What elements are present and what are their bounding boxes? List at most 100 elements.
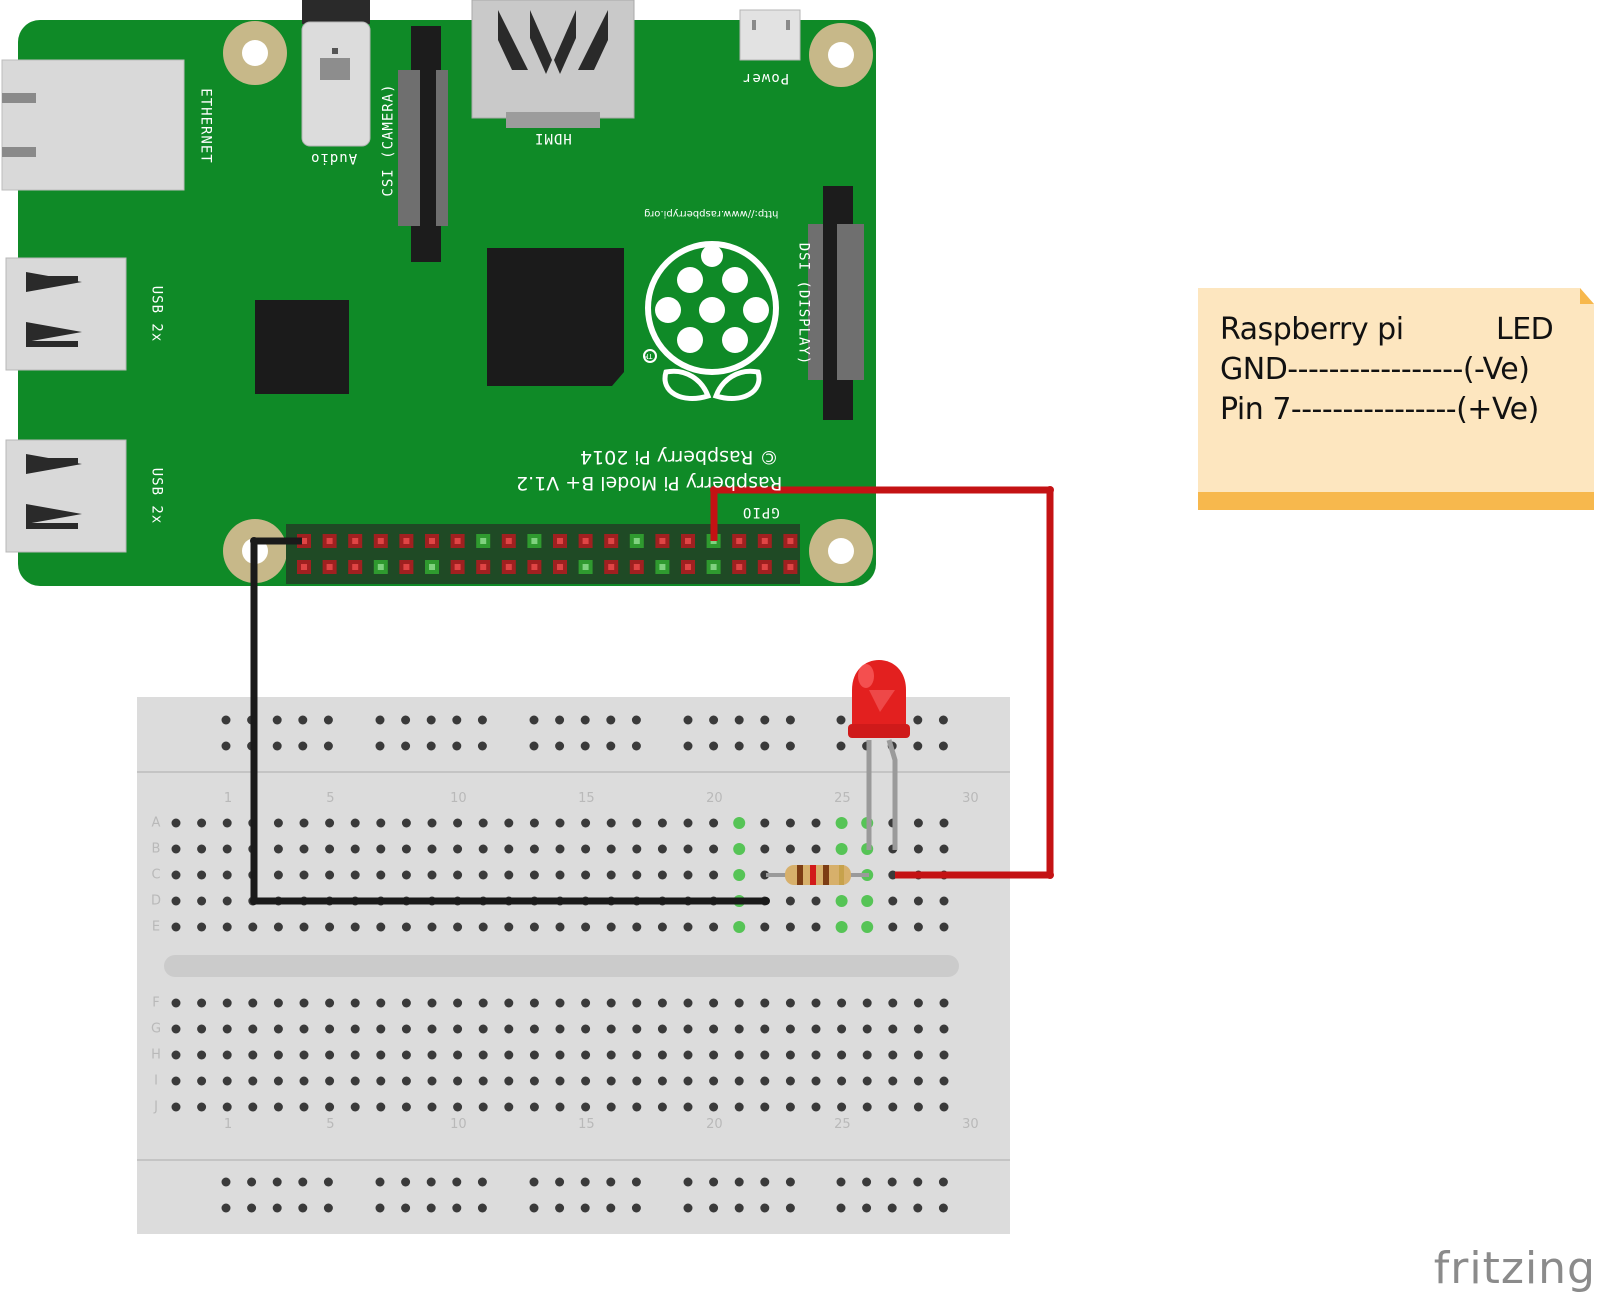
breadboard-hole bbox=[555, 1102, 565, 1112]
breadboard-hole bbox=[555, 818, 565, 828]
breadboard-hole bbox=[811, 896, 821, 906]
breadboard-hole bbox=[504, 1050, 514, 1060]
breadboard-hole bbox=[861, 895, 874, 907]
breadboard-hole bbox=[606, 998, 616, 1008]
breadboard-hole bbox=[504, 1024, 514, 1034]
power-rail-hole bbox=[760, 1177, 770, 1187]
model-label: Raspberry Pi Model B+ V1.2 bbox=[516, 472, 783, 494]
power-rail-hole bbox=[401, 1177, 411, 1187]
power-rail-hole bbox=[272, 1177, 282, 1187]
breadboard-hole bbox=[760, 1076, 770, 1086]
power-rail-hole bbox=[426, 1177, 436, 1187]
breadboard-hole bbox=[222, 896, 232, 906]
breadboard-hole bbox=[939, 1102, 949, 1112]
breadboard-hole bbox=[939, 844, 949, 854]
dsi-display-connector bbox=[808, 186, 864, 420]
breadboard-hole bbox=[453, 1076, 463, 1086]
power-rail-hole bbox=[913, 715, 923, 725]
breadboard-hole bbox=[197, 1102, 207, 1112]
breadboard-hole bbox=[581, 922, 591, 932]
breadboard-hole bbox=[529, 818, 539, 828]
breadboard-hole bbox=[325, 998, 335, 1008]
breadboard-hole bbox=[581, 818, 591, 828]
column-number: 25 bbox=[834, 1117, 851, 1132]
breadboard-hole bbox=[709, 1102, 719, 1112]
connection-note: Raspberry pi LED GND-----------------(-V… bbox=[1198, 288, 1594, 510]
url-label: http://www.raspberrypi.org bbox=[644, 208, 779, 219]
breadboard-hole bbox=[478, 1076, 488, 1086]
breadboard-hole bbox=[171, 844, 181, 854]
power-rail-hole bbox=[375, 715, 385, 725]
breadboard-hole bbox=[222, 1050, 232, 1060]
power-rail-hole bbox=[785, 1177, 795, 1187]
breadboard-hole bbox=[504, 1076, 514, 1086]
breadboard-hole bbox=[862, 1050, 872, 1060]
breadboard-hole bbox=[222, 1076, 232, 1086]
power-rail-hole bbox=[862, 1203, 872, 1213]
breadboard-hole bbox=[325, 870, 335, 880]
power-rail-hole bbox=[401, 715, 411, 725]
power-rail-hole bbox=[709, 1177, 719, 1187]
column-number: 10 bbox=[450, 1117, 467, 1132]
power-rail-hole bbox=[734, 1177, 744, 1187]
breadboard-hole bbox=[478, 922, 488, 932]
breadboard-hole bbox=[913, 998, 923, 1008]
row-label: J bbox=[154, 1099, 158, 1115]
breadboard-hole bbox=[657, 818, 667, 828]
breadboard-hole bbox=[222, 922, 232, 932]
breadboard-hole bbox=[785, 1102, 795, 1112]
breadboard-hole bbox=[606, 844, 616, 854]
breadboard-hole bbox=[913, 1102, 923, 1112]
power-rail-hole bbox=[426, 1203, 436, 1213]
breadboard-hole bbox=[683, 870, 693, 880]
power-rail-hole bbox=[452, 1203, 462, 1213]
note-pin7-line: Pin 7----------------(+Ve) bbox=[1220, 392, 1539, 427]
breadboard-hole bbox=[376, 1024, 386, 1034]
breadboard-hole bbox=[581, 1050, 591, 1060]
breadboard-hole bbox=[606, 1076, 616, 1086]
breadboard-hole bbox=[632, 1102, 642, 1112]
breadboard-hole bbox=[734, 1024, 744, 1034]
breadboard-hole bbox=[427, 818, 437, 828]
breadboard-hole bbox=[581, 1024, 591, 1034]
red-led bbox=[848, 660, 910, 850]
breadboard-hole bbox=[427, 1076, 437, 1086]
power-rail-hole bbox=[477, 715, 487, 725]
breadboard-hole bbox=[222, 998, 232, 1008]
breadboard-hole bbox=[325, 1102, 335, 1112]
breadboard-hole bbox=[709, 1076, 719, 1086]
breadboard-hole bbox=[376, 844, 386, 854]
breadboard-hole bbox=[837, 1050, 847, 1060]
column-number: 1 bbox=[223, 791, 233, 806]
gpio-label: GPIO bbox=[742, 504, 780, 520]
ethernet-label: ETHERNET bbox=[197, 88, 214, 164]
breadboard-hole bbox=[350, 1050, 360, 1060]
audio-label: Audio bbox=[310, 150, 358, 166]
breadboard-hole bbox=[785, 818, 795, 828]
breadboard-hole bbox=[606, 1102, 616, 1112]
breadboard-hole bbox=[376, 922, 386, 932]
hdmi-label: HDMI bbox=[534, 130, 572, 146]
breadboard-hole bbox=[760, 1102, 770, 1112]
breadboard-hole bbox=[171, 1024, 181, 1034]
breadboard-hole bbox=[657, 998, 667, 1008]
breadboard-hole bbox=[325, 818, 335, 828]
breadboard-hole bbox=[171, 922, 181, 932]
breadboard-hole bbox=[733, 817, 746, 829]
breadboard-hole bbox=[350, 922, 360, 932]
breadboard-hole bbox=[785, 896, 795, 906]
breadboard-hole bbox=[248, 1050, 258, 1060]
ethernet-port bbox=[1, 59, 185, 191]
power-rail-hole bbox=[452, 741, 462, 751]
breadboard-hole bbox=[529, 1024, 539, 1034]
breadboard-hole bbox=[683, 922, 693, 932]
breadboard-hole bbox=[248, 1024, 258, 1034]
power-rail-hole bbox=[426, 715, 436, 725]
breadboard-hole bbox=[350, 1024, 360, 1034]
breadboard-hole bbox=[376, 1102, 386, 1112]
breadboard-hole bbox=[197, 844, 207, 854]
breadboard-hole bbox=[785, 1076, 795, 1086]
breadboard-hole bbox=[862, 998, 872, 1008]
breadboard-hole bbox=[171, 896, 181, 906]
power-rail-hole bbox=[426, 741, 436, 751]
